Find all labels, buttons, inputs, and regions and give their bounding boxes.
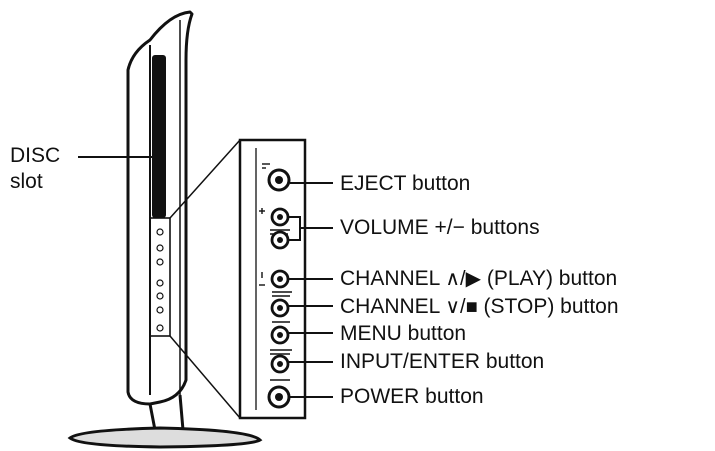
channel-up-label: CHANNEL ∧/▶ (PLAY) button: [340, 267, 617, 291]
menu-button: [270, 325, 290, 345]
channel-up-suffix: (PLAY) button: [481, 267, 618, 290]
input-enter-button: [270, 354, 290, 374]
channel-down-stop-icon: ∨/■: [445, 296, 478, 318]
eject-button: [267, 168, 291, 192]
control-strip-small: [149, 217, 171, 337]
eject-label: EJECT button: [340, 172, 471, 195]
power-button: [267, 385, 291, 409]
input-enter-label: INPUT/ENTER button: [340, 350, 545, 373]
volume-up-button: [270, 207, 290, 227]
channel-up-play-icon: ∧/▶: [445, 268, 481, 290]
channel-down-prefix: CHANNEL: [340, 295, 446, 318]
leader-lines: [78, 156, 333, 398]
channel-down-button: [270, 298, 290, 318]
volume-down-button: [270, 230, 290, 250]
menu-label: MENU button: [340, 322, 467, 345]
channel-down-label: CHANNEL ∨/■ (STOP) button: [340, 295, 619, 319]
volume-label: VOLUME +/− buttons: [340, 216, 540, 239]
channel-up-button: [270, 269, 290, 289]
disc-slot-label-line1: DISC: [10, 144, 61, 167]
tv-stand: [67, 394, 263, 449]
disc-slot: [152, 55, 166, 218]
power-label: POWER button: [340, 385, 484, 408]
zoom-lines: [169, 139, 241, 419]
channel-down-suffix: (STOP) button: [477, 295, 619, 318]
channel-up-prefix: CHANNEL: [340, 267, 446, 290]
disc-slot-label-line2: slot: [10, 170, 43, 193]
